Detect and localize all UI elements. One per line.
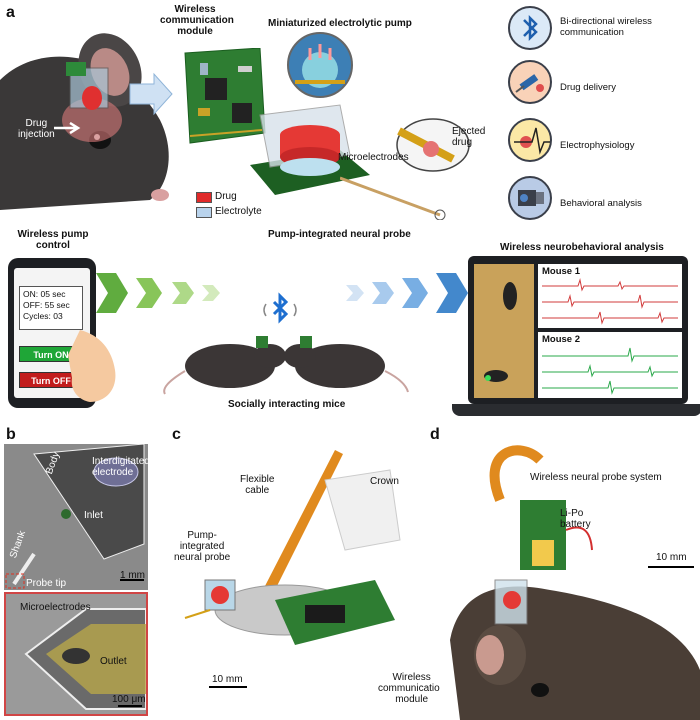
flexible-cable-label: Flexible cable (240, 474, 275, 496)
laptop-base (452, 404, 700, 416)
mouse1-traces: Mouse 1 (538, 264, 682, 328)
mouse2-spike-traces (542, 347, 678, 395)
feature-label-4: Behavioral analysis (560, 198, 642, 209)
syringe-icon (515, 74, 544, 93)
panel-a-letter: a (6, 4, 15, 21)
pump-zoom-inset (287, 32, 353, 98)
mouse1-label: Mouse 1 (542, 266, 581, 277)
feature-label-1: Bi-directional wireless communication (560, 16, 652, 38)
feature-electrophysiology (508, 118, 552, 162)
feature-label-2: Drug delivery (560, 82, 616, 93)
bluetooth-center-icon (263, 292, 297, 324)
pump-settings-box: ON: 05 sec OFF: 55 sec Cycles: 03 (19, 286, 83, 330)
neuron-spike-icon (514, 127, 550, 155)
legend-electrolyte-label: Electrolyte (215, 206, 262, 217)
probe-sem-image: Body Interdigitated electrode Inlet Shan… (4, 444, 148, 590)
panel-d-letter: d (430, 426, 440, 443)
wireless-module-label: Wireless communication module (160, 4, 234, 37)
feature-bluetooth (508, 6, 552, 50)
phone-screen: ON: 05 sec OFF: 55 sec Cycles: 03 Turn O… (14, 268, 90, 398)
scale-bar-top: 1 mm (120, 570, 145, 581)
arena-video (474, 264, 534, 398)
inlet-label: Inlet (84, 510, 103, 521)
crown-label: Crown (370, 476, 399, 487)
microelectrodes-label-a: Microelectrodes (338, 152, 409, 163)
social-mice-label: Socially interacting mice (228, 399, 346, 410)
legend-electrolyte-swatch (196, 207, 212, 218)
outlet-label: Outlet (100, 656, 127, 667)
mouse-device-drawing (450, 445, 700, 720)
scale-label-d: 10 mm (656, 552, 687, 563)
hand-illustration (68, 330, 116, 402)
probe-system-label: Wireless neural probe system (530, 472, 662, 483)
device-components-photo (184, 450, 401, 645)
probe-title: Pump-integrated neural probe (268, 229, 411, 240)
feature-behavioral (508, 176, 552, 220)
neurobehavioral-title: Wireless neurobehavioral analysis (500, 242, 664, 253)
panel-b-letter: b (6, 426, 16, 443)
probe-shank (340, 176, 446, 220)
scale-label-c: 10 mm (212, 674, 243, 685)
legend-drug-swatch (196, 192, 212, 203)
probe-tip-drawing (24, 608, 146, 710)
microelectrodes-label-b: Microelectrodes (20, 602, 91, 613)
arena-mice (484, 282, 517, 382)
legend-drug-label: Drug (215, 191, 237, 202)
feature-label-3: Electrophysiology (560, 140, 635, 151)
ejected-drug-label: Ejected drug (452, 126, 486, 148)
probe-sem-drawing (5, 444, 145, 589)
cycle-count: Cycles: 03 (23, 311, 63, 321)
electrolytic-pump-label: Miniaturized electrolytic pump (268, 18, 412, 29)
laptop-screen: Mouse 1 Mouse 2 (468, 256, 688, 404)
scale-bar-c (209, 686, 247, 688)
panel-c-letter: c (172, 426, 181, 443)
bluetooth-icon (523, 14, 538, 42)
scale-bar-d (648, 566, 694, 568)
mouse1-spike-traces (542, 278, 678, 325)
probe-tip-closeup: Microelectrodes Outlet 100 μm (4, 592, 148, 716)
battery-label: Li-Po battery (560, 508, 591, 530)
feature-drug-delivery (508, 60, 552, 104)
wireless-module-label-c: Wireless communication module (378, 672, 446, 705)
pump-control-title: Wireless pump control (17, 229, 89, 251)
mouse-head-illustration (0, 33, 169, 210)
off-duration: OFF: 55 sec (23, 300, 70, 310)
probe-tip-label: Probe tip (26, 578, 67, 589)
flow-arrow (129, 72, 173, 116)
interacting-mice (163, 336, 409, 395)
signal-chevrons (96, 273, 468, 313)
ejected-drug-inset (396, 118, 470, 172)
mouse-with-device-photo (440, 440, 700, 720)
interdigitated-label: Interdigitated electrode (92, 456, 148, 478)
scale-bar-bottom: 100 μm (112, 694, 146, 705)
drug-injection-arrow (54, 122, 81, 134)
turn-on-button[interactable]: Turn ON (19, 346, 83, 362)
drug-injection-label: Drug injection (18, 118, 55, 140)
pump-assembly (250, 104, 370, 195)
pump-probe-label: Pump- integrated neural probe (174, 530, 231, 563)
on-duration: ON: 05 sec (23, 289, 66, 299)
mouse2-traces: Mouse 2 (538, 332, 682, 398)
camera-icon (518, 190, 544, 206)
mouse2-label: Mouse 2 (542, 334, 581, 345)
turn-off-button[interactable]: Turn OFF (19, 372, 83, 388)
